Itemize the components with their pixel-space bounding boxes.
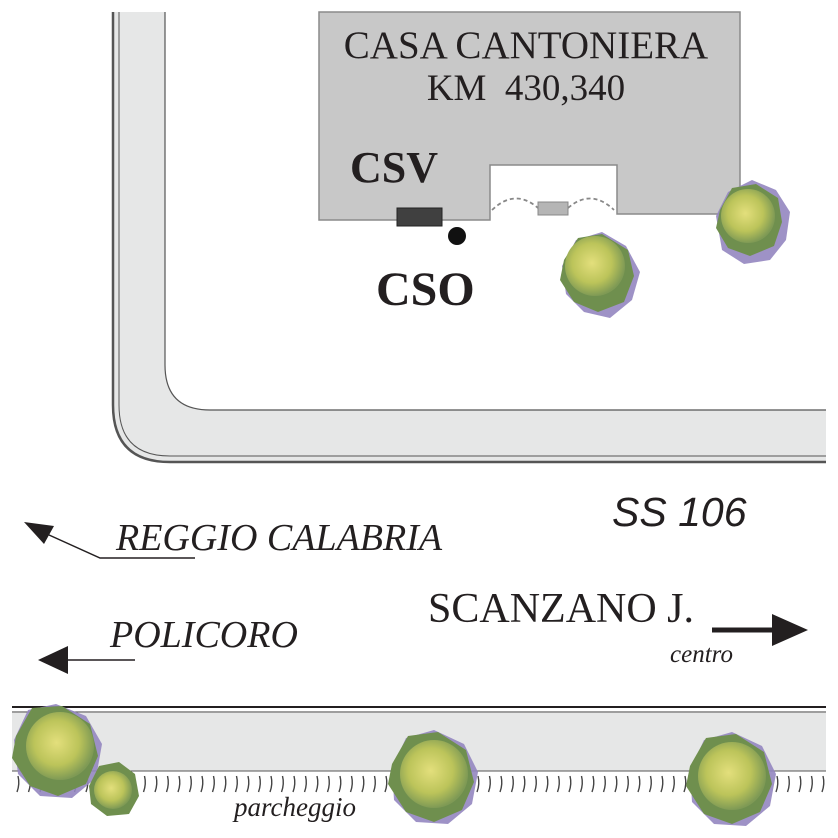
parking-tick xyxy=(177,775,181,793)
parking-label: parcheggio xyxy=(232,792,356,822)
building-km: KM 430,340 xyxy=(427,68,625,109)
parking-tick xyxy=(786,775,790,793)
parking-tick xyxy=(349,775,353,793)
parking-tick xyxy=(476,775,480,793)
direction-policoro: POLICORO xyxy=(109,614,298,656)
parking-tick xyxy=(200,775,204,793)
parking-tick xyxy=(315,775,319,793)
parking-tick xyxy=(487,775,491,793)
parking-tick xyxy=(16,775,20,793)
road-name: SS 106 xyxy=(612,489,747,535)
direction-centro: centro xyxy=(670,641,733,668)
parking-tick xyxy=(591,775,595,793)
parking-tick xyxy=(809,775,813,793)
cso-label: CSO xyxy=(376,263,475,316)
parking-tick xyxy=(338,775,342,793)
parking-tick xyxy=(257,775,261,793)
parking-tick xyxy=(671,775,675,793)
parking-tick xyxy=(614,775,618,793)
parking-tick xyxy=(821,775,825,793)
parking-tick xyxy=(660,775,664,793)
tree xyxy=(686,732,776,826)
parking-tick xyxy=(211,775,215,793)
parking-tick xyxy=(188,775,192,793)
parking-tick xyxy=(246,775,250,793)
parking-tick xyxy=(499,775,503,793)
parking-tick xyxy=(568,775,572,793)
parking-tick xyxy=(556,775,560,793)
direction-reggio-calabria: REGGIO CALABRIA xyxy=(115,517,443,559)
parking-tick xyxy=(361,775,365,793)
parking-tick xyxy=(775,775,779,793)
parking-tick xyxy=(384,775,388,793)
parking-tick xyxy=(280,775,284,793)
gate xyxy=(491,197,615,216)
parking-tick xyxy=(372,775,376,793)
direction-arrow-policoro xyxy=(38,646,135,674)
tree xyxy=(12,704,102,798)
access-road-inner-edge xyxy=(164,12,826,411)
parking-tick xyxy=(234,775,238,793)
parking-tick xyxy=(292,775,296,793)
direction-scanzano: SCANZANO J. xyxy=(428,586,694,632)
parking-tick xyxy=(683,775,687,793)
parking-tick xyxy=(510,775,514,793)
csv-marker xyxy=(396,207,443,227)
parking-tick xyxy=(798,775,802,793)
parking-tick xyxy=(533,775,537,793)
tree xyxy=(388,730,478,824)
building-name: CASA CANTONIERA xyxy=(344,24,708,67)
access-road-outer-edge-line xyxy=(118,12,826,457)
casa-cantoniera-building xyxy=(318,11,741,221)
access-road-outer-edge xyxy=(111,12,826,464)
parking-tick xyxy=(579,775,583,793)
parking-tick xyxy=(303,775,307,793)
tree xyxy=(560,232,640,318)
parking-tick xyxy=(269,775,273,793)
parking-tick xyxy=(326,775,330,793)
parking-tick xyxy=(545,775,549,793)
parking-tick xyxy=(648,775,652,793)
parking-tick xyxy=(625,775,629,793)
direction-arrow-scanzano xyxy=(712,614,808,646)
parking-tick xyxy=(165,775,169,793)
parking-tick xyxy=(142,775,146,793)
parking-tick xyxy=(522,775,526,793)
cso-marker xyxy=(448,227,466,245)
parking-tick xyxy=(154,775,158,793)
access-road xyxy=(113,12,826,462)
tree xyxy=(89,762,139,816)
direction-arrow-reggio xyxy=(24,522,195,559)
parking-tick xyxy=(602,775,606,793)
csv-label: CSV xyxy=(350,143,438,192)
parking-tick xyxy=(223,775,227,793)
parking-tick xyxy=(637,775,641,793)
tree xyxy=(716,180,790,264)
